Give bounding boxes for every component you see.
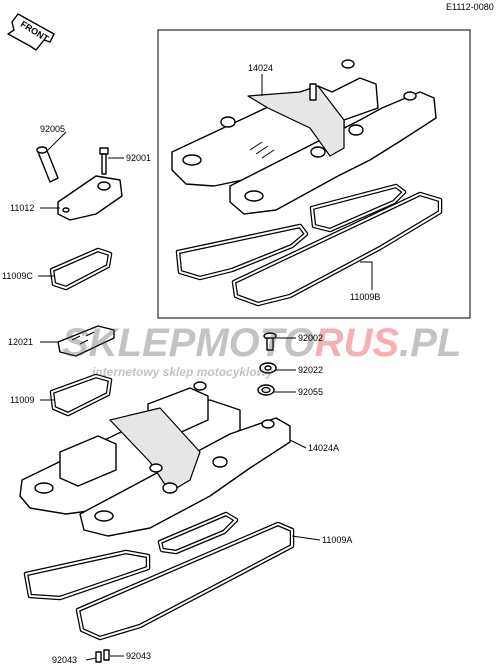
- diagram-code: E1112-0080: [446, 2, 494, 12]
- grommet-92055: [257, 384, 275, 396]
- label-11012: 11012: [10, 203, 34, 213]
- cap-92005: [36, 146, 59, 183]
- bolt-92002: [263, 332, 277, 351]
- washer-92022: [259, 362, 277, 374]
- label-92005: 92005: [40, 124, 65, 134]
- cylinder-head-cover-lower: [19, 381, 291, 537]
- label-12021: 12021: [8, 337, 33, 347]
- upper-assembly-frame: [157, 29, 471, 319]
- gasket-11009: [49, 373, 113, 417]
- dowel-pin-92043-left: [95, 651, 102, 663]
- cylinder-head-cover-upper: [171, 59, 437, 215]
- label-92043-left: 92043: [52, 655, 77, 665]
- gasket-lower-right: [157, 511, 239, 555]
- watermark: SKLEPMOTORUS.PL internetowy sklep motocy…: [62, 321, 461, 379]
- bolt-92001: [99, 147, 109, 175]
- watermark-part3: RUS: [315, 321, 400, 365]
- gasket-upper-left: [175, 223, 309, 281]
- gasket-11009A: [75, 521, 295, 641]
- gasket-11009B: [231, 191, 443, 307]
- label-11009A: 11009A: [322, 535, 352, 545]
- watermark-part1: SKLEP: [62, 321, 196, 365]
- dowel-pin-92043-right: [103, 649, 110, 661]
- gasket-11009C: [49, 247, 113, 291]
- plate-12021: [57, 325, 115, 357]
- label-11009B: 11009B: [350, 292, 380, 302]
- label-92002: 92002: [298, 333, 323, 343]
- watermark-brand: SKLEPMOTORUS.PL: [62, 321, 461, 365]
- label-14024: 14024: [248, 63, 273, 73]
- label-14024A: 14024A: [308, 443, 339, 453]
- label-92001: 92001: [126, 153, 151, 163]
- label-92055: 92055: [298, 387, 323, 397]
- label-11009C: 11009C: [2, 271, 33, 281]
- gasket-lower-left: [23, 549, 151, 601]
- label-92043-right: 92043: [126, 651, 151, 661]
- label-11009: 11009: [10, 395, 34, 405]
- leader-lines: [38, 74, 373, 661]
- watermark-part2: MOTO: [195, 321, 314, 365]
- front-arrow-icon: FRONT: [7, 13, 55, 51]
- label-92022: 92022: [298, 365, 323, 375]
- cover-11012: [57, 175, 123, 221]
- watermark-suffix: .PL: [399, 321, 461, 365]
- gasket-upper-right: [309, 183, 407, 233]
- watermark-tagline: internetowy sklep motocyklowy: [92, 365, 274, 379]
